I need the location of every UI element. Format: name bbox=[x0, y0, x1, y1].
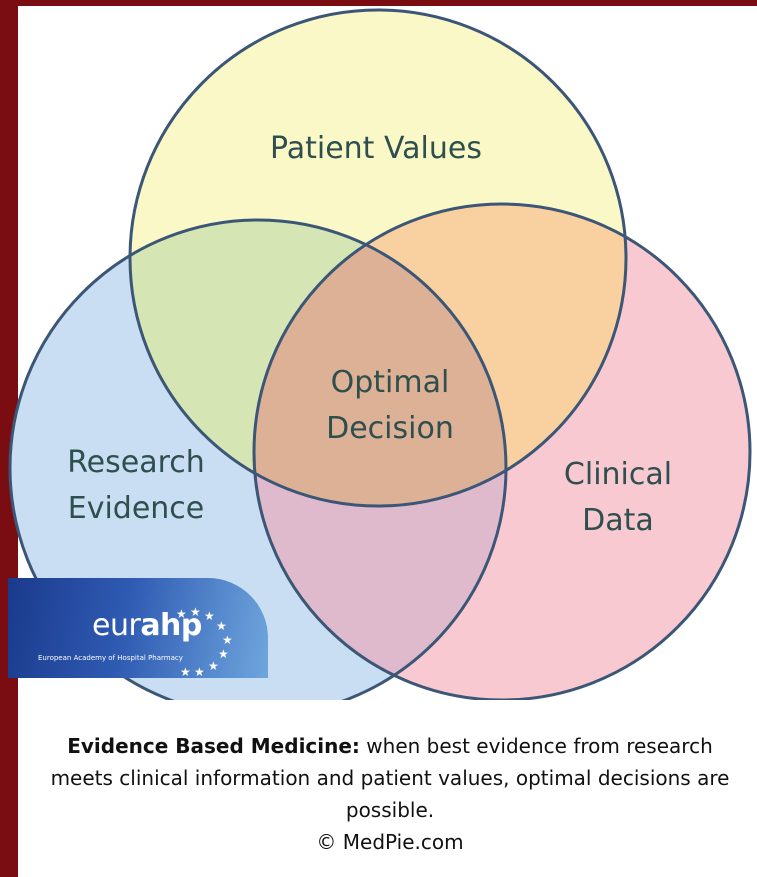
patient-circle-outline bbox=[128, 8, 628, 508]
label-research-line1: Research bbox=[67, 445, 205, 480]
label-clinical-line1: Clinical bbox=[564, 457, 672, 492]
svg-text:★: ★ bbox=[208, 659, 219, 673]
svg-text:★: ★ bbox=[218, 647, 229, 661]
eurahp-logo: eurahp ★ ★ ★ ★ ★ ★ ★ ★ ★ European Academ… bbox=[8, 578, 268, 678]
caption-bold: Evidence Based Medicine: bbox=[67, 734, 360, 758]
svg-text:★: ★ bbox=[222, 633, 233, 647]
caption-text: when best evidence from research meets c… bbox=[50, 734, 730, 822]
venn-diagram: Patient Values Research Evidence Clinica… bbox=[8, 8, 752, 700]
center-overlap bbox=[254, 220, 506, 506]
logo-subtitle: European Academy of Hospital Pharmacy bbox=[38, 654, 183, 662]
caption: Evidence Based Medicine: when best evide… bbox=[40, 730, 740, 858]
research-circle-outline bbox=[8, 218, 508, 700]
svg-text:★: ★ bbox=[190, 606, 201, 619]
label-patient-values: Patient Values bbox=[270, 131, 482, 166]
svg-text:★: ★ bbox=[176, 607, 187, 621]
label-research-line2: Evidence bbox=[68, 491, 205, 526]
logo-wordmark: eurahp bbox=[92, 608, 202, 643]
label-optimal: Optimal bbox=[331, 365, 450, 400]
top-border bbox=[0, 0, 757, 6]
caption-credit: © MedPie.com bbox=[316, 830, 464, 854]
clinical-circle-outline bbox=[252, 202, 752, 700]
label-clinical-line2: Data bbox=[582, 503, 654, 538]
svg-text:★: ★ bbox=[204, 609, 215, 623]
label-decision: Decision bbox=[326, 411, 454, 446]
svg-text:★: ★ bbox=[194, 665, 205, 678]
svg-text:★: ★ bbox=[216, 619, 227, 633]
stars-icon: ★ ★ ★ ★ ★ ★ ★ ★ ★ bbox=[176, 606, 233, 678]
svg-text:★: ★ bbox=[180, 665, 191, 678]
